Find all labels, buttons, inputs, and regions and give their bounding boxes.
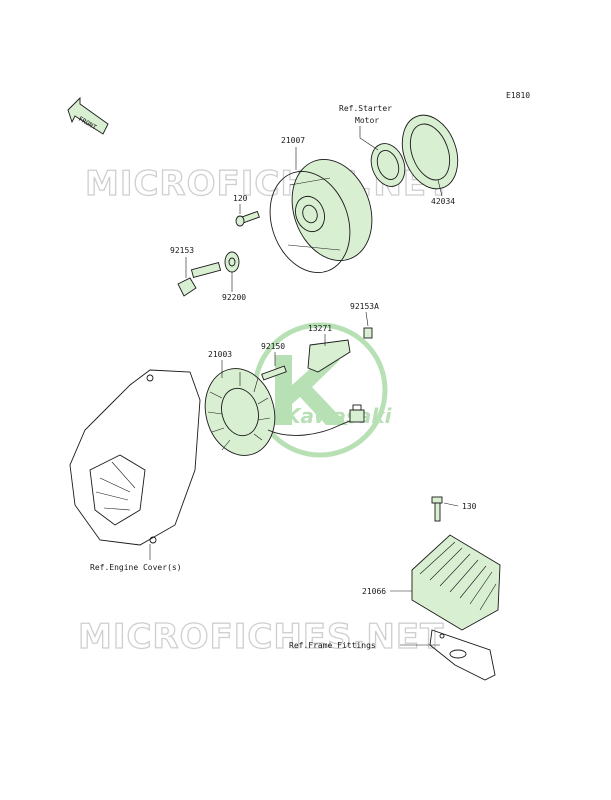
connector bbox=[349, 404, 365, 423]
front-arrow-icon: FRONT bbox=[67, 96, 109, 135]
regulator-21066 bbox=[411, 534, 501, 681]
part-92153: 92153 bbox=[170, 246, 194, 255]
part-130: 130 bbox=[462, 502, 477, 511]
part-13271: 13271 bbox=[308, 324, 332, 333]
bolt-92153 bbox=[177, 261, 222, 297]
diagram-code: E1810 bbox=[506, 91, 530, 100]
ref-starter-motor-line2: Motor bbox=[355, 116, 379, 125]
plate-13271 bbox=[307, 339, 351, 373]
stator-21003 bbox=[204, 368, 353, 456]
part-21003: 21003 bbox=[208, 350, 232, 359]
starter-clutch-42034 bbox=[370, 114, 459, 190]
ref-engine-cover: Ref.Engine Cover(s) bbox=[90, 563, 182, 572]
ref-frame-fittings: Ref.Frame Fittings bbox=[289, 641, 376, 650]
washer-92200 bbox=[224, 251, 240, 273]
logo-text: Kawasaki bbox=[285, 404, 393, 428]
part-42034: 42034 bbox=[431, 197, 455, 206]
part-21066: 21066 bbox=[362, 587, 386, 596]
part-92200: 92200 bbox=[222, 293, 246, 302]
watermark-bottom: MICROFICHES.NET bbox=[78, 617, 444, 657]
part-92150: 92150 bbox=[261, 342, 285, 351]
bolt-120 bbox=[235, 210, 260, 227]
bolt-92153a bbox=[363, 327, 373, 339]
part-21007: 21007 bbox=[281, 136, 305, 145]
engine-cover bbox=[69, 369, 201, 546]
part-92153a: 92153A bbox=[350, 302, 379, 311]
part-120: 120 bbox=[233, 194, 248, 203]
rotor-21007 bbox=[269, 158, 373, 274]
bolt-92150 bbox=[261, 365, 287, 381]
bolt-130 bbox=[431, 496, 443, 522]
ref-starter-motor-line1: Ref.Starter bbox=[339, 104, 392, 113]
